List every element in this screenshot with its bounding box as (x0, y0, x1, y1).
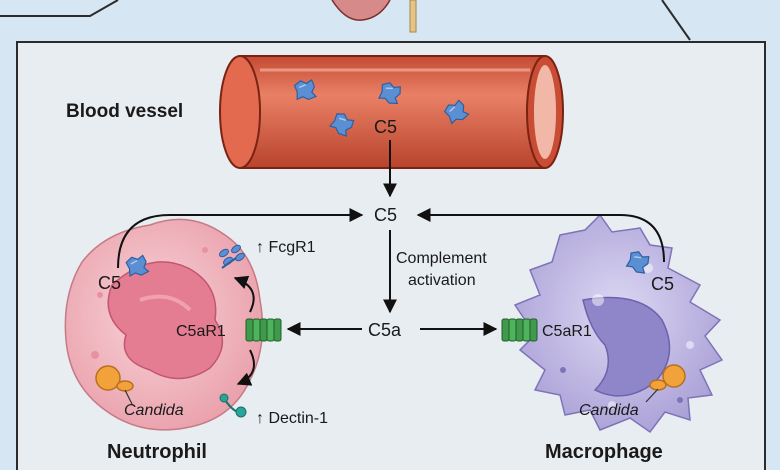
c5a-label: C5a (368, 320, 402, 340)
c5ar1-receptor-macrophage-icon (501, 318, 538, 342)
arrow-to-fcgr1 (233, 275, 255, 313)
blood-vessel-label: Blood vessel (66, 101, 183, 122)
arrows (117, 140, 665, 386)
c5-neutrophil-label: C5 (98, 273, 121, 293)
blood-vessel (219, 55, 564, 169)
candida-neutrophil-label: Candida (124, 402, 184, 419)
dectin1-receptor-icon (219, 393, 247, 418)
complement-label-line2: activation (408, 272, 476, 289)
callout-line-left (0, 0, 119, 17)
candida-neutrophil-icon (95, 365, 134, 405)
dectin1-label: ↑ Dectin-1 (256, 410, 328, 427)
fcgr1-receptor-icon (219, 244, 245, 269)
arrow-neutrophil-c5 (117, 208, 364, 269)
c5ar1-neutrophil-label: C5aR1 (176, 323, 226, 340)
c5ar1-receptor-neutrophil-icon (245, 318, 282, 342)
c5ar1-macrophage-label: C5aR1 (542, 323, 592, 340)
fcgr1-label: ↑ FcgR1 (256, 239, 316, 256)
callout-line-right (661, 0, 691, 41)
arrow-to-dectin1 (236, 349, 255, 386)
candida-macrophage-label: Candida (579, 402, 639, 419)
complement-label-line1: Complement (396, 250, 487, 267)
candida-macrophage-icon (645, 364, 686, 403)
arrow-macrophage-c5 (416, 208, 665, 263)
neutrophil-label: Neutrophil (107, 441, 207, 463)
c5-vessel-label: C5 (374, 117, 397, 137)
c5-center-label: C5 (374, 205, 397, 225)
organ-fragment (331, 0, 417, 33)
c5-macrophage-label: C5 (651, 274, 674, 294)
macrophage-label: Macrophage (545, 441, 663, 463)
